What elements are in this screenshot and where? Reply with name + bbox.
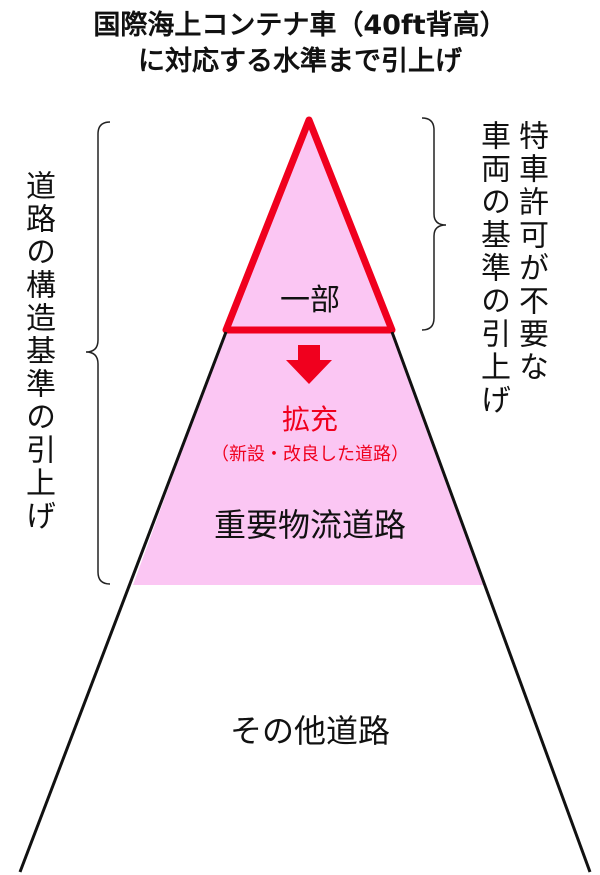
pink-band xyxy=(133,330,484,585)
down-arrow-icon xyxy=(286,345,332,384)
pyramid-right-edge xyxy=(390,331,592,873)
key-logistics-roads-label: 重要物流道路 xyxy=(213,506,406,544)
left-brace xyxy=(85,121,111,585)
top-tier-label: 一部 xyxy=(280,283,340,318)
right-vertical-label: 特車許可が不要な 車両の基準の引上げ xyxy=(473,120,549,420)
expansion-heading: 拡充 xyxy=(281,403,338,436)
expansion-subtext: （新設・改良した道路） xyxy=(211,444,409,465)
right-label-line-1: 特車許可が不要な xyxy=(513,120,548,384)
left-vertical-label: 道路の構造基準の引上げ xyxy=(20,170,55,533)
pyramid-left-edge xyxy=(18,331,228,873)
top-triangle xyxy=(222,116,396,334)
right-label-line-2: 車両の基準の引上げ xyxy=(475,120,510,417)
other-roads-label: その他道路 xyxy=(229,712,390,750)
title-line-2: に対応する水準まで引上げ xyxy=(138,46,462,77)
title-line-1: 国際海上コンテナ車（40ft背高） xyxy=(93,10,507,41)
right-brace xyxy=(421,117,447,331)
